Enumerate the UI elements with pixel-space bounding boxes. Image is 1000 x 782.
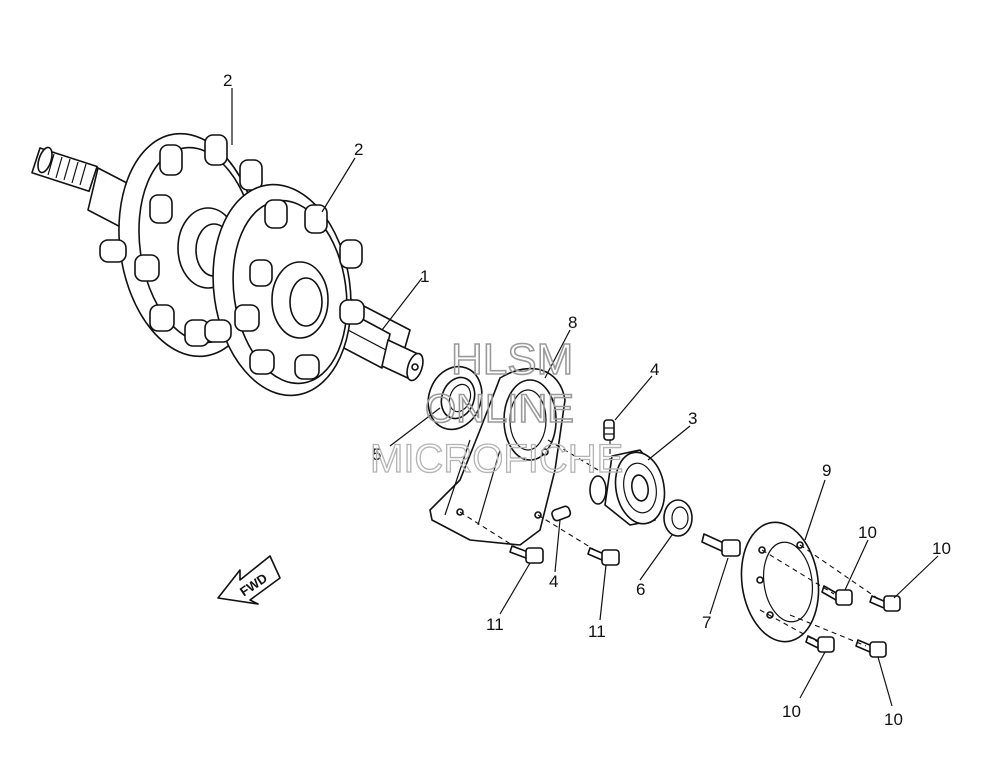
- sprocket-left-teeth: [99, 134, 263, 347]
- oil-seal: [427, 365, 483, 431]
- callout-10-d: 10: [884, 710, 903, 729]
- callout-9: 9: [822, 461, 831, 480]
- cover-plate: [740, 521, 820, 643]
- bolt-10-d: [855, 639, 887, 658]
- callout-2-left: 2: [223, 71, 232, 90]
- leader-lines: [231, 88, 939, 707]
- sprocket-right-teeth: [204, 199, 365, 380]
- callout-11-b: 11: [588, 622, 606, 641]
- dowel-pin-upper: [603, 419, 615, 441]
- fwd-arrow: FWD: [217, 555, 281, 605]
- bolt-10-b: [869, 595, 901, 612]
- watermark-line-2: ONLINE: [425, 387, 574, 431]
- callout-3: 3: [688, 409, 697, 428]
- callout-5: 5: [372, 445, 381, 464]
- sprocket-right: [204, 183, 365, 397]
- callout-6: 6: [636, 580, 645, 599]
- watermark-line-1: HLSM: [451, 335, 573, 384]
- callout-4-lower: 4: [549, 572, 558, 591]
- callout-8: 8: [568, 313, 577, 332]
- callout-11-a: 11: [486, 615, 504, 634]
- bearing: [589, 449, 666, 526]
- collar: [663, 499, 693, 537]
- callout-2-right: 2: [354, 140, 363, 159]
- callout-7: 7: [702, 613, 711, 632]
- bolt-11-a: [509, 545, 544, 564]
- assembly-lines: [459, 439, 881, 647]
- callout-10-b: 10: [932, 539, 951, 558]
- callout-10-c: 10: [782, 702, 801, 721]
- callout-10-a: 10: [858, 523, 877, 542]
- bolt-10-c: [805, 635, 835, 653]
- watermark: HLSM ONLINE MICROFICHE: [369, 334, 624, 481]
- callout-labels: 1 2 2 3 4 4 5 6 7 8 9 10 10 10 10 11 11: [223, 71, 951, 729]
- callout-1: 1: [420, 267, 429, 286]
- callout-4-upper: 4: [650, 360, 659, 379]
- dowel-pin-lower: [551, 505, 572, 522]
- bolt-10-a: [821, 585, 853, 606]
- watermark-line-3: MICROFICHE: [370, 437, 623, 481]
- bolt-11-b: [587, 547, 620, 566]
- bolt-7: [701, 533, 741, 557]
